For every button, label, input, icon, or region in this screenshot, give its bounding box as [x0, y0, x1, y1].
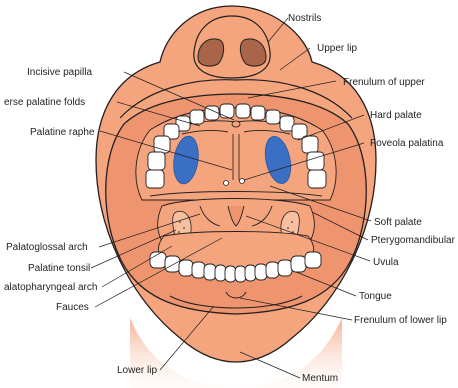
label-palatine-folds: erse palatine folds [4, 97, 85, 108]
label-palatopharyngeal-arch: alatopharyngeal arch [4, 282, 97, 293]
label-soft-palate: Soft palate [374, 217, 422, 228]
label-mentum: Mentum [302, 373, 338, 384]
label-tongue: Tongue [359, 291, 392, 302]
label-fauces: Fauces [56, 302, 89, 313]
label-palatine-tonsil: Palatine tonsil [28, 263, 90, 274]
label-upper-lip: Upper lip [317, 43, 357, 54]
label-palatoglossal-arch: Palatoglossal arch [6, 242, 88, 253]
label-nostrils: Nostrils [288, 13, 321, 24]
label-frenulum-lower: Frenulum of lower lip [354, 315, 447, 326]
label-uvula: Uvula [373, 257, 399, 268]
label-pterygomandibular: Pterygomandibular [371, 235, 456, 246]
foveola-right [240, 179, 245, 184]
label-hard-palate: Hard palate [370, 110, 422, 121]
label-incisive-papilla: Incisive papilla [27, 67, 92, 78]
label-palatine-raphe: Palatine raphe [30, 127, 95, 138]
incisive-papilla [232, 121, 240, 127]
label-frenulum-upper: Frenulum of upper [343, 77, 425, 88]
foveola-left [224, 181, 229, 186]
label-foveola-palatina: Foveola palatina [370, 138, 444, 149]
label-lower-lip: Lower lip [117, 365, 157, 376]
